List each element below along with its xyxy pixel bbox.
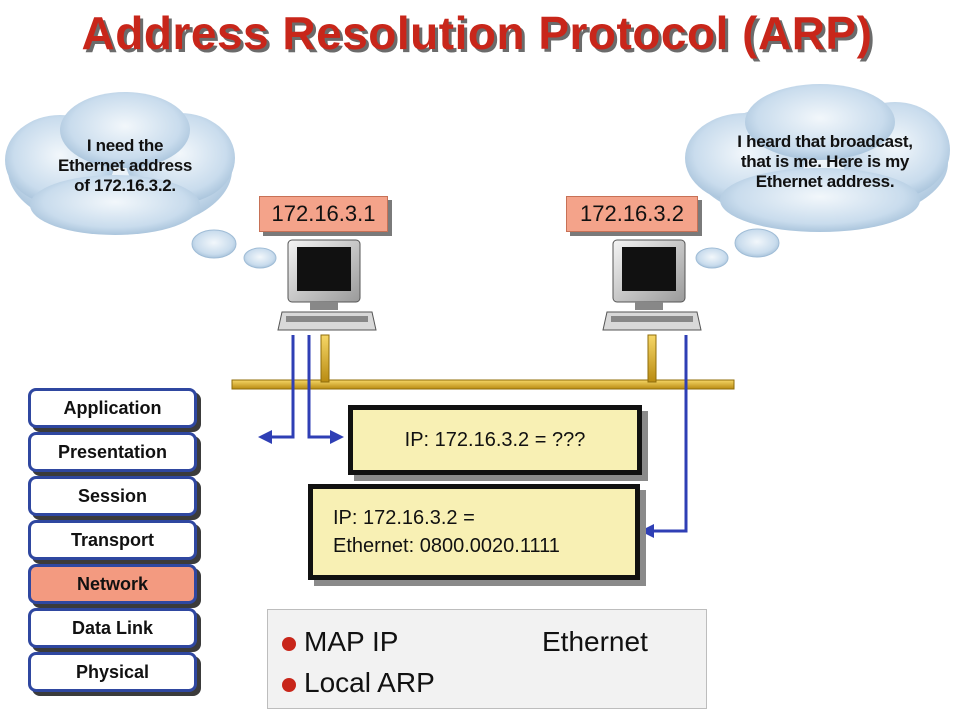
arp-reply-box: IP: 172.16.3.2 = Ethernet: 0800.0020.111… [308, 484, 640, 580]
right-cloud-text: I heard that broadcast, that is me. Here… [737, 132, 913, 191]
legend-map-ip-label: MAP IP [304, 626, 399, 657]
arrowheads-icon [258, 430, 654, 538]
arp-reply-line1: IP: 172.16.3.2 = [333, 507, 475, 529]
osi-layer-data-link: Data Link [28, 608, 197, 648]
host1-drop [320, 334, 330, 383]
osi-layer-session: Session [28, 476, 197, 516]
computer-icon [602, 239, 702, 331]
diagram-title: Address Resolution Protocol (ARP) [81, 7, 873, 59]
right-thought-cloud [685, 84, 950, 232]
osi-layer-physical: Physical [28, 652, 197, 692]
legend-panel: MAP IP Ethernet Local ARP [267, 609, 707, 709]
computer-icon [277, 239, 377, 331]
ethernet-bus [231, 379, 735, 390]
left-thought-cloud [5, 92, 235, 235]
arp-reply-line2: Ethernet: 0800.0020.1111 [333, 535, 560, 557]
left-cloud-text: I need the Ethernet address of 172.16.3.… [57, 136, 193, 195]
arp-request-box: IP: 172.16.3.2 = ??? [348, 405, 642, 475]
osi-layer-presentation: Presentation [28, 432, 197, 472]
bullet-icon [282, 637, 296, 651]
broadcast-arrows [270, 335, 688, 533]
right-thought-bubbles-icon [695, 228, 780, 269]
osi-layer-application: Application [28, 388, 197, 428]
host1-ip-label: 172.16.3.1 [259, 196, 388, 232]
osi-layer-network: Network [28, 564, 197, 604]
legend-ethernet-label: Ethernet [542, 626, 648, 657]
arp-request-text: IP: 172.16.3.2 = ??? [404, 429, 586, 451]
host2-ip-label: 172.16.3.2 [566, 196, 698, 232]
host2-drop [647, 334, 657, 383]
bullet-icon [282, 678, 296, 692]
legend-local-arp-label: Local ARP [304, 667, 435, 698]
osi-layer-transport: Transport [28, 520, 197, 560]
left-thought-bubbles-icon [191, 229, 277, 269]
